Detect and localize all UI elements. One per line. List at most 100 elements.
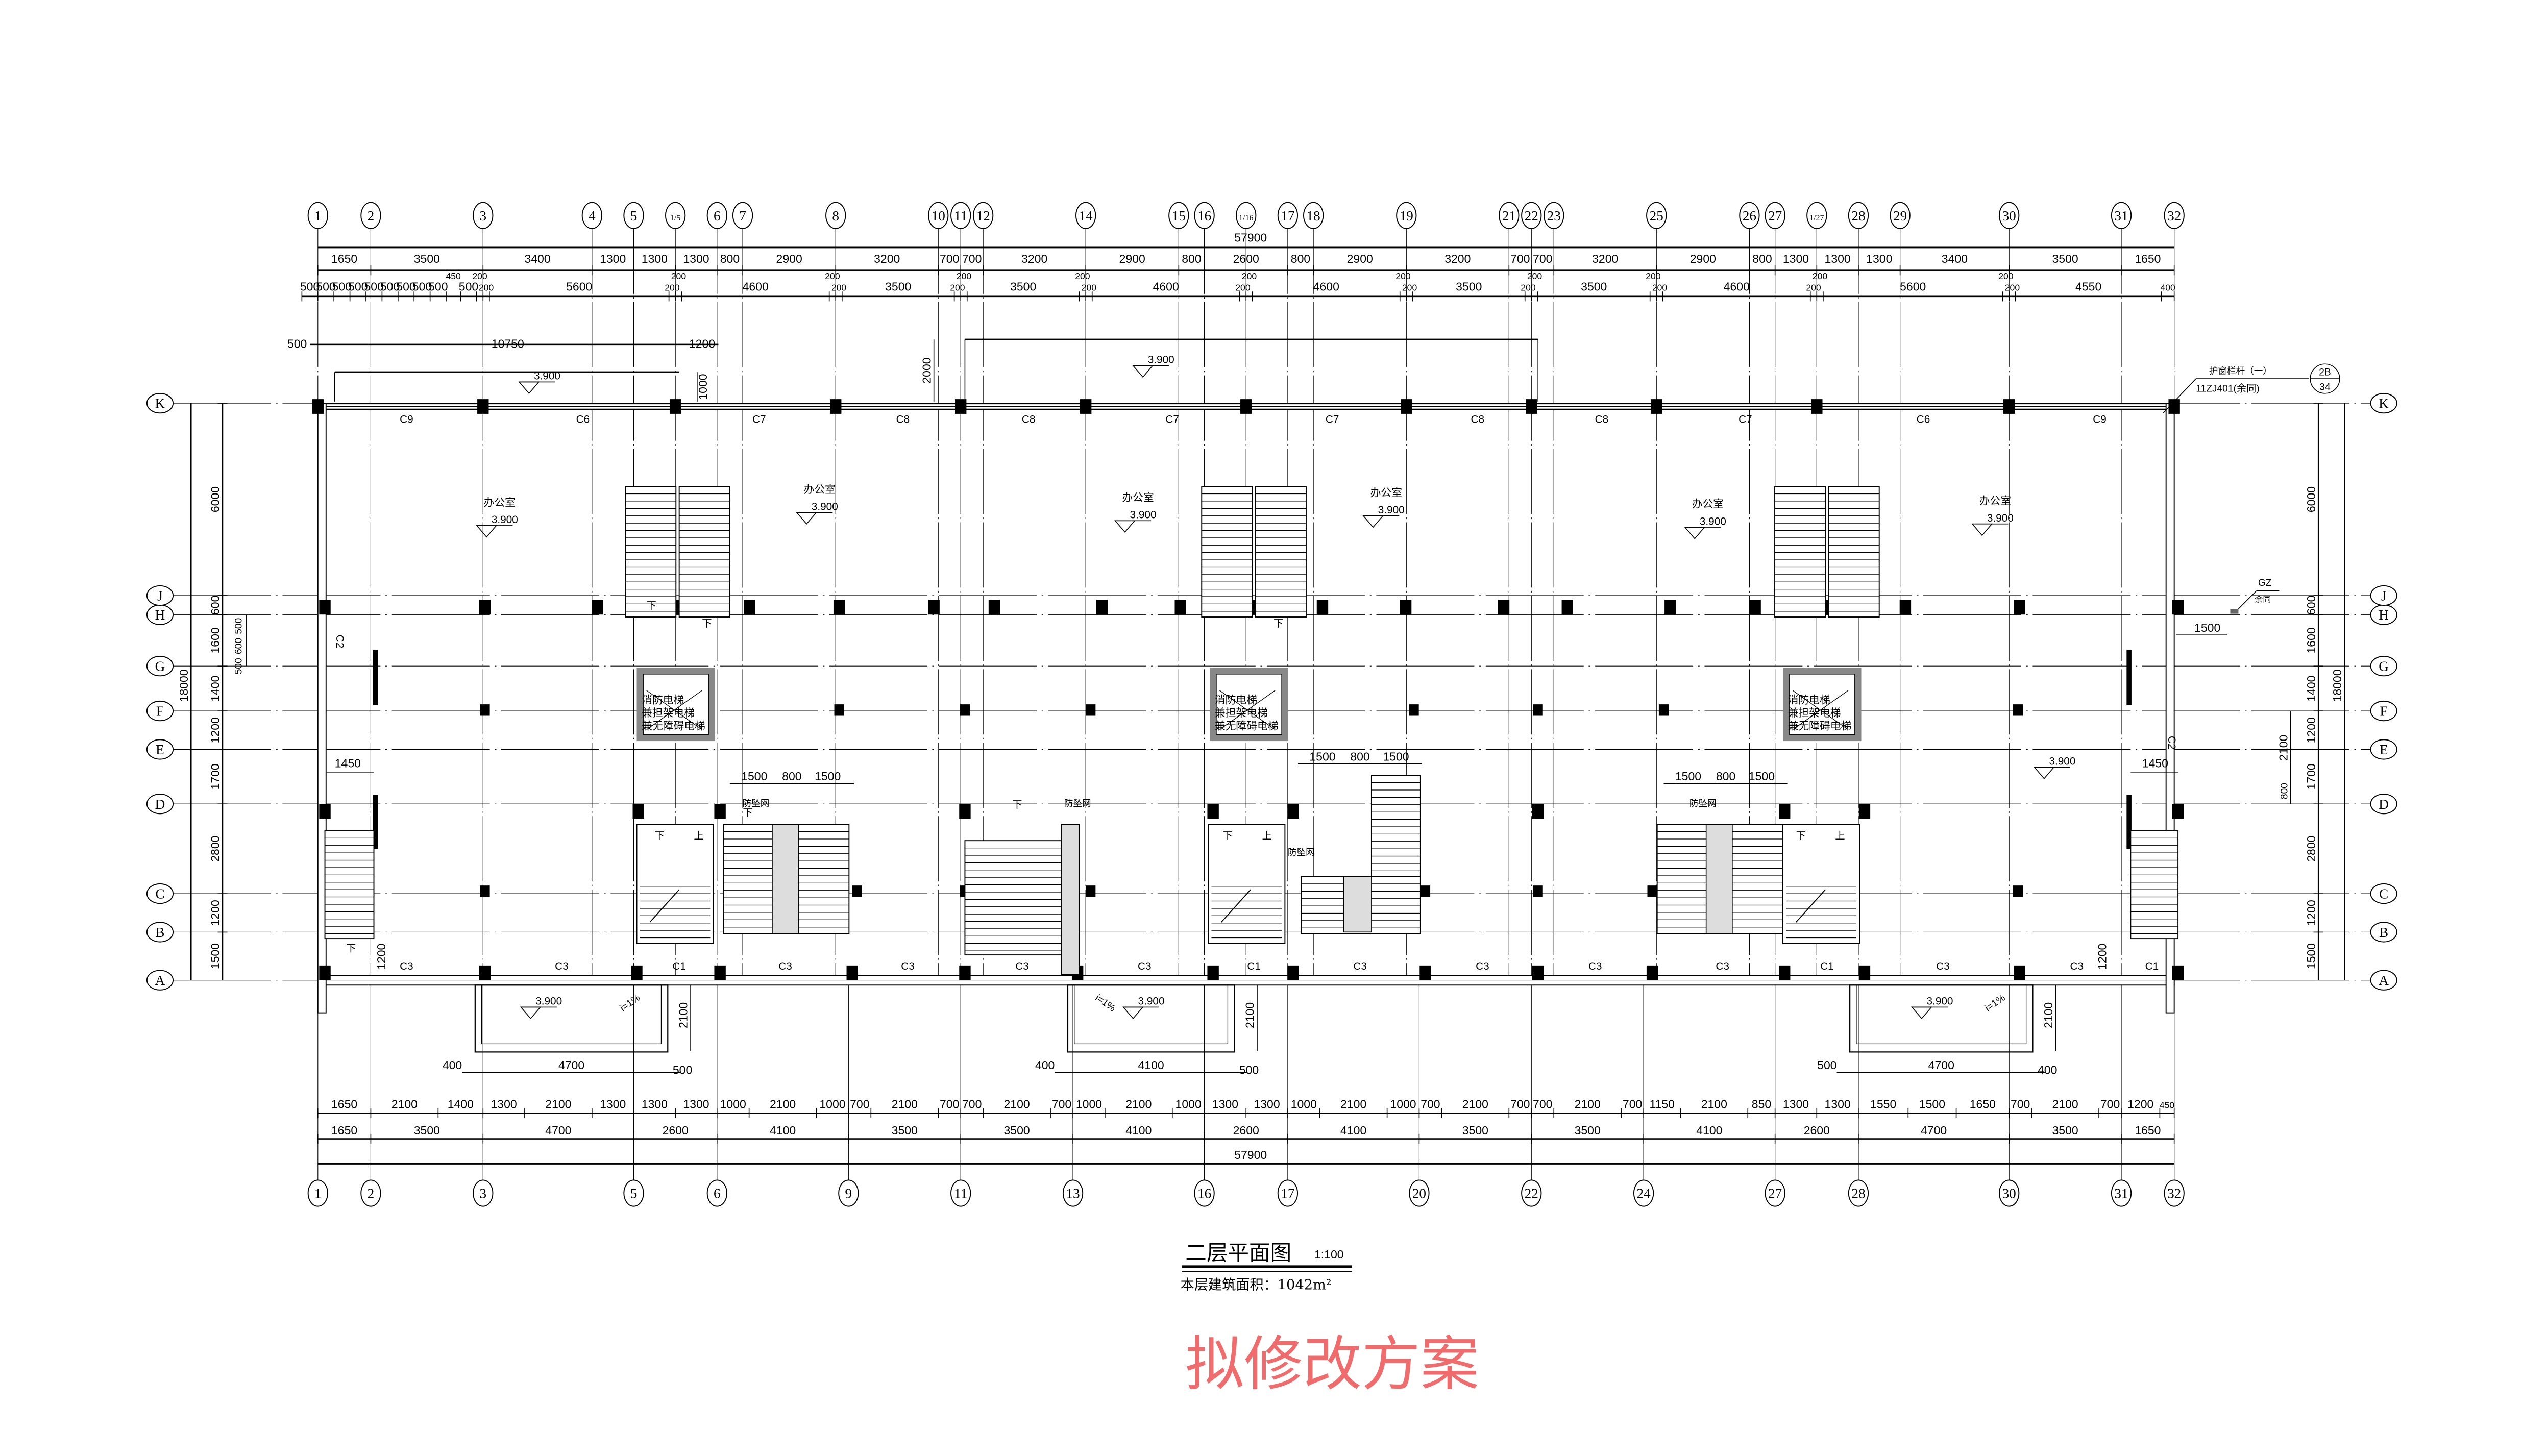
column xyxy=(1080,399,1092,414)
overall-dimension-bottom: 57900 xyxy=(1234,1148,1267,1162)
core-dim: 1500 xyxy=(1383,750,1409,763)
column xyxy=(2014,600,2026,615)
axis-label-row: E xyxy=(156,742,164,757)
dimension-text: 1200 xyxy=(209,717,222,743)
axis-label-top: 16 xyxy=(1197,208,1211,224)
axis-bubble xyxy=(2111,202,2132,229)
axis-label-row: C xyxy=(155,886,164,902)
dimension-text: 450 xyxy=(2160,1100,2175,1110)
column xyxy=(1316,600,1329,615)
axis-bubble xyxy=(307,202,328,229)
column xyxy=(1779,965,1791,980)
window-tag-south: C3 xyxy=(778,960,792,972)
dimension-text: 3500 xyxy=(892,1124,918,1137)
dimension-text: 1600 xyxy=(2305,627,2318,653)
dimension-text: 2100 xyxy=(1462,1098,1488,1111)
dimension-text: 800 xyxy=(1752,252,1772,265)
gz-column xyxy=(2230,609,2239,614)
column xyxy=(319,804,331,819)
gz-note: 余同 xyxy=(2255,595,2271,604)
stair-flight xyxy=(324,830,375,940)
fall-net xyxy=(1705,824,1733,934)
level-symbol xyxy=(1971,523,1993,536)
core-dim: 800 xyxy=(782,770,801,783)
level-symbol xyxy=(1684,527,1706,539)
balcony-dim-left: 500 xyxy=(1817,1058,1836,1072)
dimension-text: 1400 xyxy=(209,676,222,702)
window-tag-north: C7 xyxy=(1738,413,1752,425)
fall-net-label: 防坠网 xyxy=(743,798,770,808)
elevator-cross xyxy=(646,690,702,730)
stair-down-label: 下 xyxy=(1012,800,1022,810)
axis-label-top: 19 xyxy=(1400,208,1413,224)
column xyxy=(1647,885,1657,897)
axis-label-bottom: 13 xyxy=(1066,1186,1080,1201)
dimension-text: 1000 xyxy=(1076,1098,1102,1111)
window-tag-east: C2 xyxy=(2166,736,2177,750)
stair-down-label: 下 xyxy=(1274,619,1283,629)
axis-bubble xyxy=(838,1179,859,1207)
axis-label-bottom: 27 xyxy=(1768,1186,1782,1201)
window-tag-south: C3 xyxy=(901,960,915,972)
level-symbol xyxy=(1122,1006,1144,1020)
gz-offset-dim: 1500 xyxy=(2194,621,2220,634)
dimension-text: 3500 xyxy=(1581,280,1607,293)
stair-handrail xyxy=(1795,889,1826,923)
axis-bubble xyxy=(2370,794,2397,815)
dimension-text: 1650 xyxy=(1970,1098,1996,1111)
window-tag-north: C8 xyxy=(1022,413,1036,425)
axis-bubble xyxy=(146,739,174,760)
column xyxy=(1532,965,1544,980)
dimension-text: 3200 xyxy=(1592,252,1618,265)
balcony-dim-left: 400 xyxy=(1035,1058,1055,1072)
axis-label-bottom: 17 xyxy=(1281,1186,1294,1201)
balcony-dim-right: 400 xyxy=(2038,1064,2057,1077)
axis-label-bottom: 22 xyxy=(1525,1186,1538,1201)
axis-label-row: F xyxy=(156,704,164,719)
dimension-text: 500 xyxy=(396,280,415,293)
dimension-text: 4100 xyxy=(770,1124,796,1137)
room-name: 办公室 xyxy=(804,484,836,496)
axis-bubble xyxy=(1168,202,1189,229)
dimension-text: 5600 xyxy=(566,280,592,293)
column xyxy=(1086,885,1096,897)
axis-bubble xyxy=(950,1179,971,1207)
leader-line xyxy=(2238,590,2257,609)
dimension-text: 1500 xyxy=(2305,943,2318,969)
balcony-inner xyxy=(1856,984,2027,1045)
dimension-text: 800 xyxy=(1291,252,1310,265)
axis-bubble xyxy=(1396,202,1417,229)
stair-flight xyxy=(964,840,1064,956)
dimension-text: 1300 xyxy=(642,252,668,265)
column xyxy=(846,965,858,980)
window-tag-south: C3 xyxy=(1936,960,1950,972)
stair-offset-dim: 1450 xyxy=(2142,756,2168,770)
balcony-dim-left: 400 xyxy=(443,1058,462,1072)
dimension-text: 4550 xyxy=(2075,280,2101,293)
stairwell xyxy=(636,824,714,944)
axis-label-top: 1/5 xyxy=(670,214,680,223)
axis-bubble xyxy=(473,202,494,229)
axis-label-top: 10 xyxy=(932,208,945,224)
dimension-text: 200 xyxy=(1998,271,2014,281)
dimension-text: 1150 xyxy=(1649,1098,1675,1111)
column xyxy=(714,804,726,819)
window-tag-south: C3 xyxy=(1716,960,1729,972)
axis-label-top: 5 xyxy=(630,208,638,224)
stair-flight xyxy=(625,486,677,618)
axis-label-top: 22 xyxy=(1525,208,1538,224)
column xyxy=(1096,600,1108,615)
dimension-text: 1550 xyxy=(1870,1098,1896,1111)
axis-bubble xyxy=(146,883,174,904)
stair-up-label: 上 xyxy=(1262,830,1272,842)
column xyxy=(312,399,324,414)
dimension-text: 500 xyxy=(364,280,384,293)
column xyxy=(834,704,844,716)
dimension-text: 3500 xyxy=(1004,1124,1030,1137)
window-tag-north: C6 xyxy=(1917,413,1930,425)
wall-segment xyxy=(2126,649,2132,705)
window-tag-north: C8 xyxy=(896,413,910,425)
fall-net-label: 防坠网 xyxy=(1689,798,1717,808)
column xyxy=(669,399,681,414)
building-plan xyxy=(312,338,2239,1053)
